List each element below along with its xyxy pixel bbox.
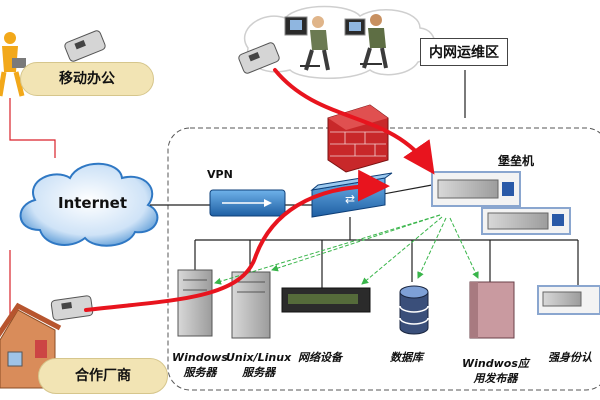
operator-person-icon — [284, 16, 330, 71]
mobile-office-zone: 移动办公 — [20, 62, 154, 96]
device-label-network: 网络设备 — [298, 351, 342, 364]
red-wire-left — [9, 98, 56, 315]
device-label-windows: Windows 服务器 — [172, 351, 228, 379]
backbone-lines — [150, 70, 579, 288]
windows-server-icon — [177, 269, 213, 337]
device-label-database: 数据库 — [390, 351, 423, 364]
usb-key-icon — [64, 30, 106, 62]
ops-cloud-icon — [244, 5, 436, 79]
usb-key-icon — [238, 42, 280, 74]
intranet-boundary — [167, 127, 600, 391]
mobile-worker-person-icon — [0, 32, 26, 97]
intranet-ops-text: 内网运维区 — [429, 45, 499, 61]
internet-cloud-icon — [19, 162, 159, 247]
operator-person-icon — [344, 14, 388, 69]
vpn-device-icon — [209, 189, 286, 217]
svg-text:⇄: ⇄ — [345, 192, 355, 206]
vpn-label: VPN — [207, 168, 233, 181]
database-icon — [399, 285, 429, 335]
auth-server-icon — [537, 285, 600, 315]
device-label-unix: Unix/Linux 服务器 — [226, 351, 292, 379]
green-access-arrows — [214, 214, 479, 285]
unix-server-icon — [231, 271, 271, 339]
mobile-office-label: 移动办公 — [59, 71, 115, 87]
partner-label: 合作厂商 — [75, 368, 131, 384]
bastion-host-icon — [431, 171, 571, 235]
device-label-app-publisher: Windwos应 用发布器 — [462, 357, 529, 385]
intranet-ops-label: 内网运维区 — [420, 38, 508, 66]
usb-key-icon — [50, 295, 94, 321]
network-device-icon — [281, 287, 371, 313]
firewall-icon — [327, 104, 389, 173]
app-publisher-icon — [469, 281, 515, 339]
partner-zone: 合作厂商 — [38, 358, 168, 394]
internet-label: Internet — [58, 194, 128, 212]
bastion-label: 堡垒机 — [498, 154, 535, 168]
red-access-path — [84, 68, 435, 312]
device-label-auth: 强身份认 — [548, 351, 592, 364]
